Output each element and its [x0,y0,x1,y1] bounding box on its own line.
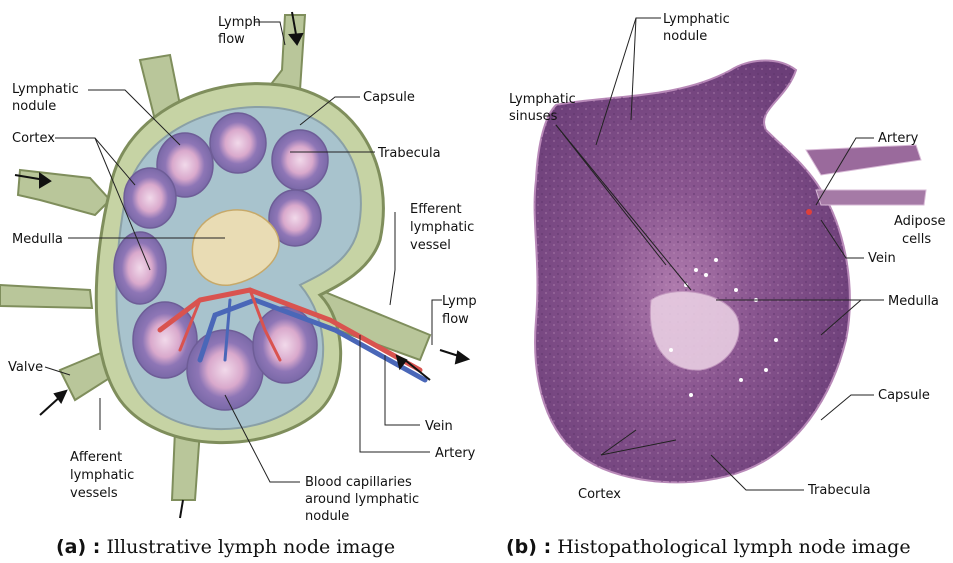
label-blood-capillaries: Blood capillaries [305,475,412,490]
label-b-cortex: Cortex [578,487,621,502]
caption-b-text: Histopathological lymph node image [557,536,910,558]
label-b-lymphatic-sinuses: Lymphatic [509,92,576,107]
label-b-lymphatic-sinuses-2: sinuses [509,109,558,124]
label-b-medulla: Medulla [888,294,939,309]
label-b-trabecula: Trabecula [807,483,871,498]
label-efferent-2: lymphatic [410,220,474,235]
label-lymphatic-nodule: Lymphatic [12,82,79,97]
label-lymph-flow-top: Lymph [218,15,261,30]
label-lymphatic-nodule-2: nodule [12,99,56,114]
tissue-texture [535,61,850,483]
label-blood-capillaries-2: around lymphatic [305,492,419,507]
label-afferent-3: vessels [70,486,118,501]
label-lymph-flow-right: Lymph [442,294,476,309]
label-capsule: Capsule [363,90,415,105]
label-b-lymphatic-nodule-2: nodule [663,29,707,44]
label-b-adipose-2: cells [902,232,931,247]
histopathology-panel: Lymphatic nodule Lymphatic sinuses Arter… [476,0,953,563]
label-lymph-flow-top-2: flow [218,32,245,47]
artery-dot [806,209,812,215]
lymph-node-histology: Lymphatic nodule Lymphatic sinuses Arter… [476,0,953,530]
label-trabecula: Trabecula [377,146,441,161]
caption-a: (a) : Illustrative lymph node image [56,536,395,558]
adipose-strand [816,190,926,205]
caption-b: (b) : Histopathological lymph node image [506,536,953,558]
label-b-vein: Vein [868,251,896,266]
label-artery: Artery [435,446,476,461]
label-b-adipose: Adipose [894,214,946,229]
label-efferent-3: vessel [410,238,451,253]
label-medulla: Medulla [12,232,63,247]
label-afferent: Afferent [70,450,122,465]
label-b-artery: Artery [878,131,919,146]
caption-a-text: Illustrative lymph node image [106,536,395,558]
label-b-capsule: Capsule [878,388,930,403]
label-valve: Valve [8,360,43,375]
lymph-node-illustration: Lymph flow Lymphatic nodule Cortex Capsu… [0,0,476,530]
label-cortex: Cortex [12,131,55,146]
hilum-strand [806,145,921,175]
illustrative-panel: Lymph flow Lymphatic nodule Cortex Capsu… [0,0,476,563]
label-afferent-2: lymphatic [70,468,134,483]
label-lymph-flow-right-2: flow [442,312,469,327]
caption-b-tag: (b) : [506,536,551,558]
caption-a-tag: (a) : [56,536,100,558]
label-blood-capillaries-3: nodule [305,509,349,524]
label-b-lymphatic-nodule: Lymphatic [663,12,730,27]
label-efferent: Efferent [410,202,462,217]
label-vein: Vein [425,419,453,434]
